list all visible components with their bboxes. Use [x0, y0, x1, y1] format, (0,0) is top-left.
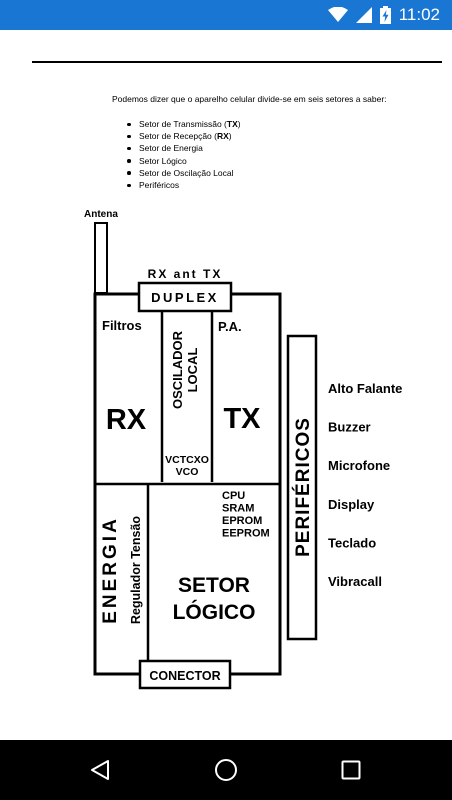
wifi-icon [327, 7, 348, 22]
back-button[interactable] [85, 755, 115, 785]
sector-item: Setor Lógico [127, 155, 241, 167]
intro-text: Podemos dizer que o aparelho celular div… [112, 94, 387, 104]
pa-label: P.A. [218, 319, 242, 334]
home-button[interactable] [211, 755, 241, 785]
rx-sector-label: RX [106, 404, 147, 436]
perifericos-box [286, 334, 318, 641]
filtros-label: Filtros [102, 318, 142, 333]
regulador-label: Regulador Tensão [129, 516, 143, 624]
sector-item: Setor de Energia [127, 142, 241, 154]
page-content: Podemos dizer que o aparelho celular div… [0, 30, 452, 740]
peripheral-item: Alto Falante [328, 381, 402, 396]
tx-sector-label: TX [223, 403, 261, 435]
antenna-shape [94, 222, 108, 294]
clock: 11:02 [398, 5, 440, 24]
status-icons: 11:02 [327, 0, 440, 30]
conector-box [138, 659, 232, 690]
logic-part: EPROM [222, 515, 262, 527]
sector-item: Setor de Transmissão (TX) [127, 118, 241, 130]
logic-part: SRAM [222, 503, 254, 515]
peripheral-item: Vibracall [328, 574, 382, 589]
sector-item: Setor de Oscilação Local [127, 167, 241, 179]
logic-part: CPU [222, 490, 245, 502]
logico-label: LÓGICO [173, 600, 256, 624]
sector-item: Setor de Recepção (RX) [127, 130, 241, 142]
antenna-label: Antena [84, 209, 118, 220]
vco-label: VCO [176, 466, 199, 478]
vctcxo-label: VCTCXO [165, 454, 209, 466]
peripheral-item: Microfone [328, 458, 390, 473]
rx-ant-tx-label: RX ant TX [148, 267, 223, 281]
duplex-box [137, 281, 233, 313]
peripheral-item: Teclado [328, 535, 376, 550]
cell-signal-icon [355, 7, 372, 23]
energia-label: ENERGIA [100, 516, 121, 624]
conector-label: CONECTOR [149, 669, 220, 683]
home-icon [215, 759, 237, 781]
divider [32, 61, 442, 63]
oscilador-label: OSCILADOR [170, 330, 185, 409]
logic-part: EEPROM [222, 528, 270, 540]
peripheral-item: Display [328, 497, 375, 512]
status-bar: 11:02 [0, 0, 452, 30]
back-icon [91, 760, 109, 780]
setor-label: SETOR [178, 574, 250, 597]
duplex-label: DUPLEX [151, 290, 219, 305]
perifericos-label: PERIFÉRICOS [292, 417, 314, 557]
local-label: LOCAL [185, 348, 200, 393]
cellphone-block-diagram: Antena RX ant TX DUPLEX Filtros RX OSCIL… [84, 209, 402, 690]
peripheral-item: Buzzer [328, 420, 371, 435]
sector-list: Setor de Transmissão (TX)Setor de Recepç… [127, 118, 241, 191]
recents-icon [341, 760, 361, 780]
sector-item: Periféricos [127, 179, 241, 191]
navigation-bar [0, 740, 452, 800]
battery-charging-icon [379, 6, 391, 24]
recents-button[interactable] [336, 755, 366, 785]
